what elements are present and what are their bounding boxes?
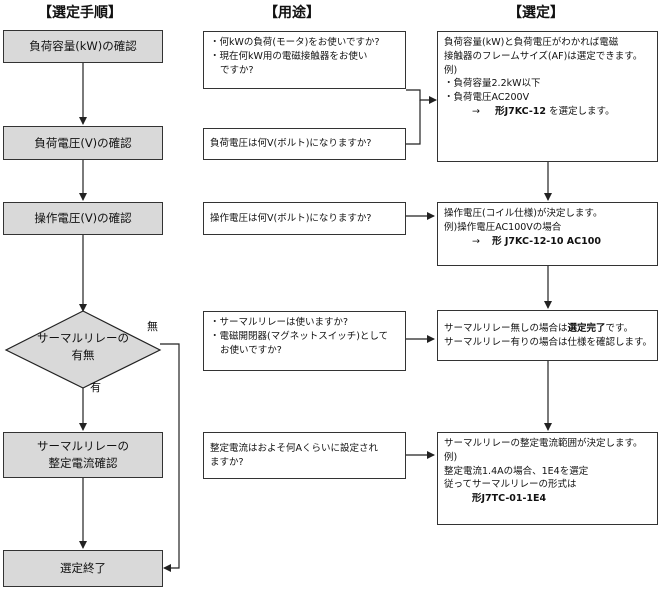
step-operating-voltage: 操作電圧(V)の確認	[3, 202, 163, 235]
decision-thermal-relay-label: サーマルリレーの 有無	[37, 331, 129, 363]
step-load-voltage: 負荷電圧(V)の確認	[3, 126, 163, 160]
decision-diamond	[4, 310, 162, 389]
step-end: 選定終了	[3, 550, 163, 587]
branch-label-yes: 有	[90, 381, 101, 394]
use-box-load-capacity: ・何kWの負荷(モータ)をお使いですか? ・現在何kW用の電磁接触器をお使い で…	[203, 31, 406, 89]
selection-result-j7kc-12: → 形J7KC-12 を選定します。	[472, 105, 615, 117]
branch-label-no: 無	[147, 320, 158, 333]
selection-result-j7tc: 形J7TC-01-1E4	[472, 493, 547, 505]
use-box-load-voltage: 負荷電圧は何V(ボルト)になりますか?	[203, 128, 406, 160]
header-use: 【用途】	[264, 5, 320, 21]
header-procedure: 【選定手順】	[38, 5, 122, 21]
use-box-operating-voltage: 操作電圧は何V(ボルト)になりますか?	[203, 202, 406, 235]
selection-box-coil-spec: 操作電圧(コイル仕様)が決定します。 例)操作電圧AC100Vの場合 → 形 J…	[437, 202, 658, 266]
selection-box-frame-size: 負荷容量(kW)と負荷電圧がわかれば電磁 接触器のフレームサイズ(AF)は選定で…	[437, 31, 658, 162]
header-selection: 【選定】	[508, 5, 564, 21]
step-setting-current: サーマルリレーの 整定電流確認	[3, 432, 163, 478]
use-box-thermal-relay: ・サーマルリレーは使いますか? ・電磁開閉器(マグネットスイッチ)として お使い…	[203, 311, 406, 371]
selection-box-thermal-relay: サーマルリレー無しの場合は選定完了です。 サーマルリレー有りの場合は仕様を確認し…	[437, 310, 658, 361]
selection-result-j7kc-12-10: → 形 J7KC-12-10 AC100	[472, 235, 601, 247]
step-load-capacity: 負荷容量(kW)の確認	[3, 30, 163, 63]
selection-thermal-line1: サーマルリレー無しの場合は選定完了です。	[444, 322, 634, 334]
use-box-setting-current: 整定電流はおよそ何Aくらいに設定され ますか?	[203, 432, 406, 479]
selection-box-setting-current: サーマルリレーの整定電流範囲が決定します。 例) 整定電流1.4Aの場合、1E4…	[437, 432, 658, 525]
